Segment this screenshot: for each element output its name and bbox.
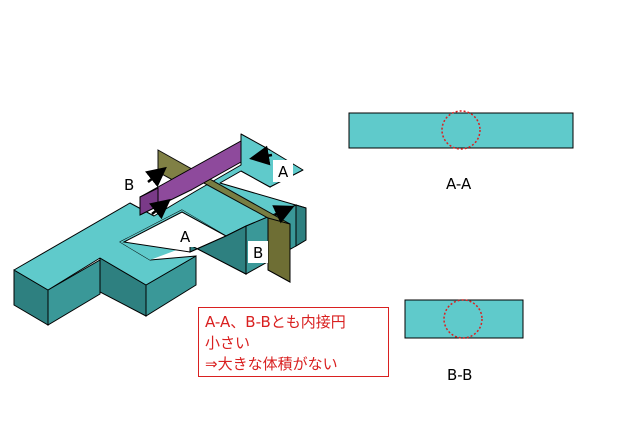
section-bb-inscribed-circle bbox=[443, 299, 483, 339]
left-arm-side-face bbox=[47, 259, 101, 326]
view-arrows bbox=[145, 145, 295, 224]
isometric-model bbox=[13, 133, 307, 326]
arrow-a-upper bbox=[249, 145, 273, 166]
label-a-upper: A bbox=[278, 163, 289, 181]
section-aa-rect bbox=[348, 112, 574, 149]
section-plane-a-right bbox=[267, 217, 291, 283]
section-view-bb: B-B bbox=[404, 299, 524, 384]
label-b-lower: B bbox=[253, 244, 263, 262]
note-box: A-A、B-Bとも内接円 小さい ⇒大きな体積がない bbox=[198, 307, 389, 377]
note-line-2: 小さい bbox=[205, 334, 251, 352]
arrow-b-left bbox=[145, 166, 167, 188]
note-line-1: A-A、B-Bとも内接円 bbox=[205, 313, 346, 331]
section-bb-caption: B-B bbox=[447, 366, 472, 384]
label-b-left: B bbox=[124, 176, 134, 194]
section-view-aa: A-A bbox=[348, 110, 574, 193]
section-aa-inscribed-circle bbox=[441, 110, 481, 150]
arrow-a-lower bbox=[272, 205, 295, 224]
label-a-lower: A bbox=[180, 228, 191, 246]
model-labels: A B A B bbox=[119, 160, 293, 263]
arrow-b-left-lower bbox=[149, 198, 171, 220]
section-bb-rect bbox=[404, 299, 524, 339]
note-line-3: ⇒大きな体積がない bbox=[205, 355, 338, 373]
section-aa-caption: A-A bbox=[446, 175, 472, 193]
right-block-side-face bbox=[295, 204, 307, 247]
